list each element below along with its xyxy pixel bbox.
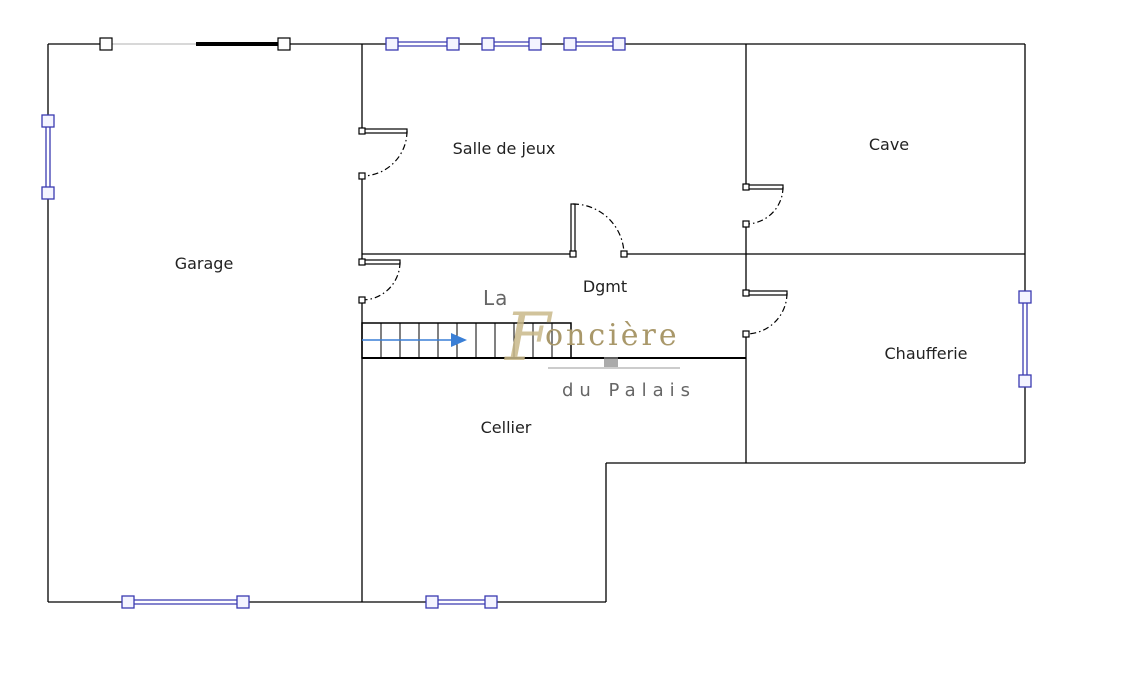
watermark-emblem-icon <box>604 357 618 367</box>
door-garage-dgmt <box>358 258 401 304</box>
window-cellier-bottom <box>425 595 498 609</box>
room-label-cellier: Cellier <box>481 418 532 437</box>
door-salle-de-jeux <box>358 127 408 180</box>
room-label-salle-de-jeux: Salle de jeux <box>453 139 556 158</box>
stair-direction-arrow-icon <box>451 333 467 347</box>
watermark-line2: oncière <box>545 318 680 353</box>
room-label-chaufferie: Chaufferie <box>885 344 968 363</box>
windows <box>41 37 1032 609</box>
walls <box>47 43 1026 603</box>
garage-door <box>99 37 291 51</box>
watermark-line1: La <box>483 286 508 310</box>
room-label-garage: Garage <box>175 254 234 273</box>
staircase <box>361 322 572 359</box>
window-salle-3 <box>563 37 626 51</box>
window-chaufferie-right <box>1018 290 1032 388</box>
door-dgmt-salle <box>569 203 628 258</box>
window-garage-left <box>41 114 55 200</box>
watermark-initial: F <box>504 299 553 376</box>
room-label-dgmt: Dgmt <box>583 277 627 296</box>
watermark-line3: du Palais <box>562 380 696 401</box>
door-cave <box>742 183 784 228</box>
window-garage-bottom <box>121 595 250 609</box>
window-salle-1 <box>385 37 460 51</box>
watermark-logo: F La oncière du Palais <box>483 286 696 401</box>
doors <box>358 127 788 338</box>
window-salle-2 <box>481 37 542 51</box>
room-label-cave: Cave <box>869 135 909 154</box>
door-chaufferie <box>742 289 788 338</box>
room-labels: Garage Salle de jeux Cave Dgmt Chaufferi… <box>175 135 968 437</box>
